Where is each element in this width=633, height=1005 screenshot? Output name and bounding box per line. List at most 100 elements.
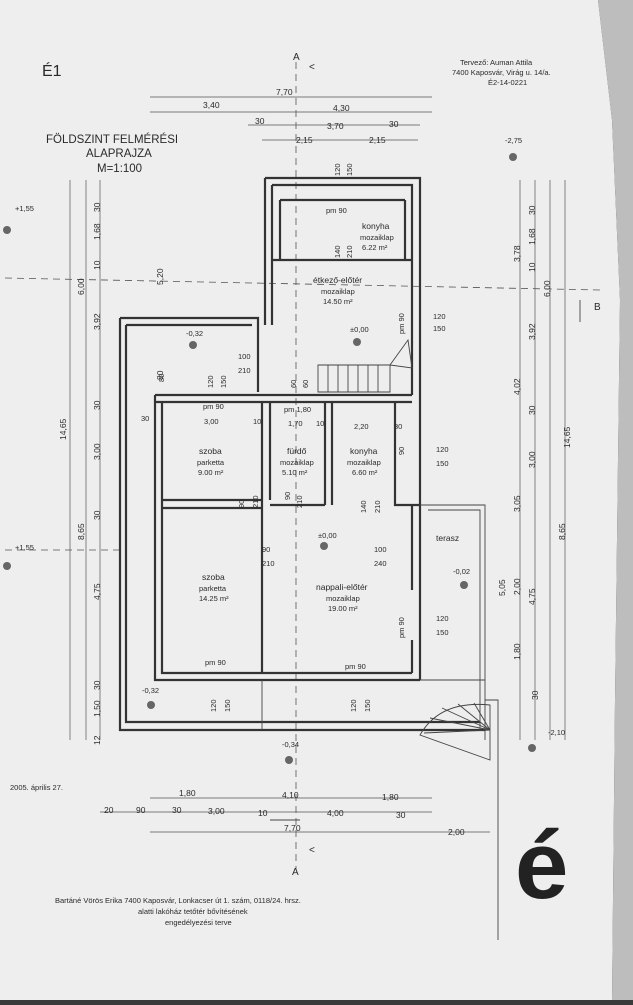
- svg-text:150: 150: [345, 163, 354, 176]
- svg-text:4,00: 4,00: [327, 808, 344, 818]
- svg-text:100: 100: [238, 352, 251, 361]
- svg-text:pm 90: pm 90: [205, 658, 226, 667]
- room-name: konyha: [350, 446, 378, 456]
- svg-text:-2,75: -2,75: [505, 136, 522, 145]
- room-name: szoba: [202, 572, 225, 582]
- svg-text:5.10 m²: 5.10 m²: [282, 468, 308, 477]
- section-mark-a-top: A: [293, 52, 300, 63]
- paper: [0, 0, 620, 1000]
- svg-text:10: 10: [253, 417, 261, 426]
- svg-text:30: 30: [530, 690, 540, 700]
- svg-text:9.00 m²: 9.00 m²: [198, 468, 224, 477]
- footer-line-1: Bartáné Vörös Erika 7400 Kaposvár, Lonka…: [55, 896, 301, 905]
- footer-line-2: alatti lakóház tetőtér bővítésének: [138, 907, 248, 916]
- svg-text:7,70: 7,70: [284, 823, 301, 833]
- svg-text:pm 90: pm 90: [397, 313, 406, 334]
- svg-text:+1,55: +1,55: [15, 543, 34, 552]
- svg-text:3,40: 3,40: [203, 100, 220, 110]
- svg-text:150: 150: [436, 628, 449, 637]
- svg-text:90: 90: [397, 447, 406, 455]
- svg-text:120: 120: [349, 699, 358, 712]
- svg-text:6.60 m²: 6.60 m²: [352, 468, 378, 477]
- svg-text:210: 210: [373, 500, 382, 513]
- svg-text:120: 120: [206, 375, 215, 388]
- svg-text:150: 150: [363, 699, 372, 712]
- section-mark-b: B: [594, 302, 601, 313]
- walls: [118, 176, 499, 940]
- svg-text:3,70: 3,70: [327, 121, 344, 131]
- svg-text:150: 150: [436, 459, 449, 468]
- svg-text:1,70: 1,70: [288, 419, 303, 428]
- title-line-2: ALAPRAJZA: [86, 148, 152, 160]
- svg-text:pm 1,80: pm 1,80: [284, 405, 311, 414]
- section-mark-a-bottom: A: [292, 867, 299, 878]
- svg-text:1,68: 1,68: [527, 228, 537, 245]
- footer-line-3: engedélyezési terve: [165, 918, 232, 927]
- svg-text:120: 120: [209, 699, 218, 712]
- svg-text:30: 30: [141, 414, 149, 423]
- svg-text:90: 90: [136, 805, 146, 815]
- svg-text:10: 10: [258, 808, 268, 818]
- svg-text:30: 30: [396, 810, 406, 820]
- svg-text:30: 30: [92, 680, 102, 690]
- svg-text:-0,34: -0,34: [282, 740, 299, 749]
- svg-text:5,20: 5,20: [155, 268, 165, 285]
- svg-text:±0,00: ±0,00: [318, 531, 337, 540]
- svg-text:+1,55: +1,55: [15, 204, 34, 213]
- svg-text:pm 90: pm 90: [397, 617, 406, 638]
- svg-text:parketta: parketta: [197, 458, 225, 467]
- sheet-code: É1: [42, 61, 62, 80]
- svg-text:pm 90: pm 90: [345, 662, 366, 671]
- svg-text:1,80: 1,80: [382, 792, 399, 802]
- svg-text:mozaiklap: mozaiklap: [347, 458, 381, 467]
- svg-text:19.00 m²: 19.00 m²: [328, 604, 358, 613]
- section-arrow-top: <: [309, 62, 315, 73]
- room-name: fürdő: [287, 446, 307, 456]
- svg-text:1,80: 1,80: [179, 788, 196, 798]
- staircase: [317, 338, 491, 761]
- svg-text:14,65: 14,65: [562, 426, 572, 448]
- svg-text:120: 120: [333, 163, 342, 176]
- opening-labels: pm 90 120 150 140 210 120 150 pm 90 60 6…: [141, 163, 449, 712]
- svg-text:6,00: 6,00: [542, 280, 552, 297]
- svg-text:90: 90: [237, 500, 246, 508]
- svg-text:14.25 m²: 14.25 m²: [199, 594, 229, 603]
- svg-text:6.22 m²: 6.22 m²: [362, 243, 388, 252]
- date-label: 2005. április 27.: [10, 783, 63, 792]
- svg-text:30: 30: [172, 805, 182, 815]
- svg-text:120: 120: [436, 445, 449, 454]
- svg-text:7,70: 7,70: [276, 87, 293, 97]
- svg-text:6,00: 6,00: [76, 278, 86, 295]
- svg-text:60: 60: [289, 380, 298, 388]
- svg-text:3,00: 3,00: [204, 417, 219, 426]
- svg-text:14,65: 14,65: [58, 418, 68, 440]
- svg-text:2,00: 2,00: [512, 578, 522, 595]
- svg-text:30: 30: [394, 422, 402, 431]
- svg-text:100: 100: [374, 545, 387, 554]
- svg-text:mozaiklap: mozaiklap: [360, 233, 394, 242]
- svg-text:60: 60: [301, 380, 310, 388]
- svg-text:2,15: 2,15: [296, 135, 313, 145]
- svg-text:pm 90: pm 90: [326, 206, 347, 215]
- svg-text:parketta: parketta: [199, 584, 227, 593]
- svg-text:150: 150: [223, 699, 232, 712]
- svg-text:-2,10: -2,10: [548, 728, 565, 737]
- svg-text:3,00: 3,00: [92, 443, 102, 460]
- svg-text:4,02: 4,02: [512, 378, 522, 395]
- scale-label: M=1:100: [97, 163, 142, 175]
- svg-text:120: 120: [436, 614, 449, 623]
- svg-text:14.50 m²: 14.50 m²: [323, 297, 353, 306]
- room-name: szoba: [199, 446, 222, 456]
- svg-text:3,05: 3,05: [512, 495, 522, 512]
- svg-text:3,78: 3,78: [512, 245, 522, 262]
- svg-text:90: 90: [283, 492, 292, 500]
- svg-text:20: 20: [104, 805, 114, 815]
- svg-text:30: 30: [255, 116, 265, 126]
- svg-text:3,92: 3,92: [527, 323, 537, 340]
- svg-text:2,15: 2,15: [369, 135, 386, 145]
- room-name: konyha: [362, 221, 390, 231]
- svg-text:8,65: 8,65: [557, 523, 567, 540]
- designer-name: Tervező: Auman Attila: [460, 58, 533, 67]
- room-labels: konyha mozaiklap 6.22 m² étkező-előtér m…: [197, 221, 459, 613]
